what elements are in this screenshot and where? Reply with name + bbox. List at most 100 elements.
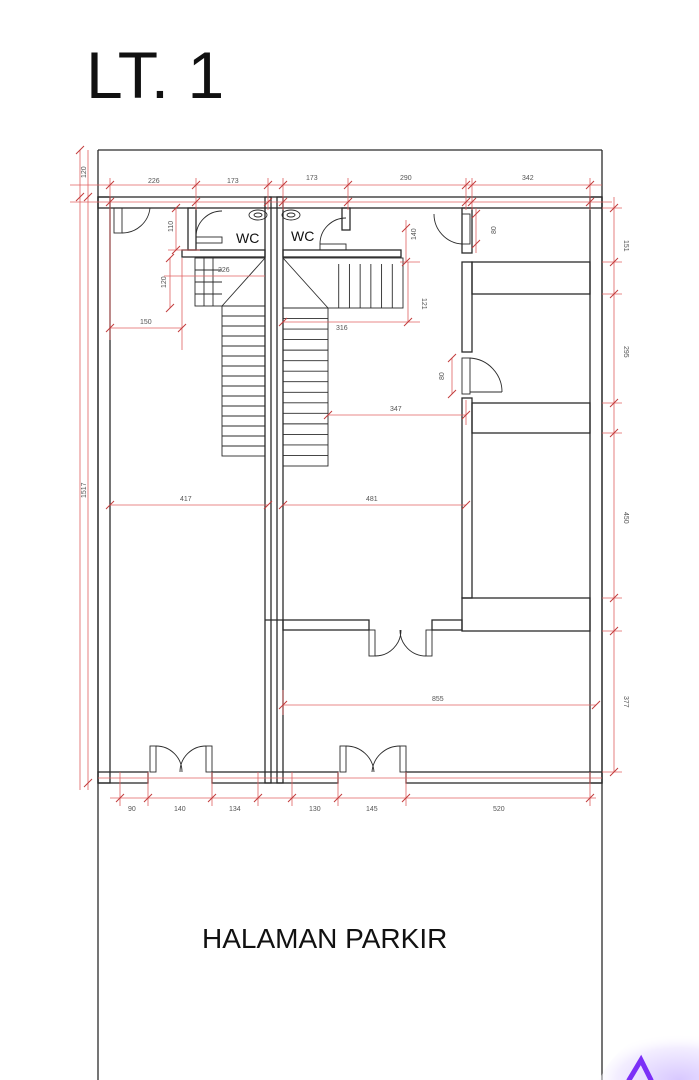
dimension-tick bbox=[191, 180, 201, 190]
dimension-tick bbox=[75, 145, 85, 155]
dimension-tick bbox=[115, 793, 125, 803]
dimension-tick bbox=[263, 197, 273, 207]
stairs bbox=[194, 257, 404, 467]
dimension-tick bbox=[191, 197, 201, 207]
dimension-tick bbox=[585, 180, 595, 190]
dim-150: 150 bbox=[140, 319, 152, 326]
dim-417: 417 bbox=[180, 496, 192, 503]
dim-342: 342 bbox=[522, 175, 534, 182]
wc-left-label: WC bbox=[236, 230, 259, 246]
dimension-tick bbox=[609, 593, 619, 603]
dim-295: 295 bbox=[622, 346, 629, 358]
dimension-tick bbox=[83, 192, 93, 202]
dimension-tick bbox=[609, 203, 619, 213]
dim-347: 347 bbox=[390, 406, 402, 413]
dimension-tick bbox=[343, 180, 353, 190]
dimension-tick bbox=[403, 317, 413, 327]
dimension-tick bbox=[278, 180, 288, 190]
dimension-tick bbox=[447, 389, 457, 399]
dimension-tick bbox=[278, 500, 288, 510]
wc-fixtures bbox=[248, 209, 301, 221]
dimension-tick bbox=[263, 500, 273, 510]
dimension-tick bbox=[263, 180, 273, 190]
dimension-tick bbox=[461, 410, 471, 420]
dimension-tick bbox=[343, 197, 353, 207]
dimension-tick bbox=[105, 197, 115, 207]
outer-walls bbox=[97, 149, 603, 1080]
dim-316: 316 bbox=[336, 325, 348, 332]
dimension-tick bbox=[471, 209, 481, 219]
dimension-tick bbox=[585, 197, 595, 207]
dimension-tick bbox=[401, 223, 411, 233]
dimension-tick bbox=[609, 428, 619, 438]
dim-290: 290 bbox=[400, 175, 412, 182]
dimension-tick bbox=[461, 500, 471, 510]
dimension-tick bbox=[609, 398, 619, 408]
dimension-tick bbox=[287, 793, 297, 803]
dimension-labels: 120 226 173 173 290 342 110 140 80 151 1… bbox=[81, 166, 629, 813]
dimension-ticks bbox=[75, 145, 619, 803]
dim-450: 450 bbox=[622, 512, 629, 524]
dim-1517: 1517 bbox=[81, 482, 88, 498]
dimension-tick bbox=[165, 253, 175, 263]
dim-121: 121 bbox=[420, 298, 427, 310]
dim-134: 134 bbox=[229, 806, 241, 813]
dimension-tick bbox=[609, 767, 619, 777]
dimension-tick bbox=[278, 197, 288, 207]
dim-80-top: 80 bbox=[491, 226, 498, 234]
dimension-tick bbox=[591, 700, 601, 710]
dimension-tick bbox=[609, 257, 619, 267]
dimension-tick bbox=[75, 192, 85, 202]
dimension-tick bbox=[609, 626, 619, 636]
dimension-tick bbox=[609, 289, 619, 299]
dim-173-right: 173 bbox=[306, 175, 318, 182]
dim-140-bottom: 140 bbox=[174, 806, 186, 813]
dimension-tick bbox=[171, 245, 181, 255]
dimension-tick bbox=[105, 500, 115, 510]
dimension-tick bbox=[323, 410, 333, 420]
dimension-tick bbox=[105, 323, 115, 333]
dimension-tick bbox=[447, 353, 457, 363]
dim-520: 520 bbox=[493, 806, 505, 813]
dim-173-left: 173 bbox=[227, 178, 239, 185]
dimension-lines bbox=[70, 150, 622, 806]
dim-140: 140 bbox=[411, 228, 418, 240]
dimension-tick bbox=[278, 700, 288, 710]
dim-130: 130 bbox=[309, 806, 321, 813]
dim-377: 377 bbox=[622, 696, 629, 708]
dim-90: 90 bbox=[128, 806, 136, 813]
dimension-tick bbox=[165, 303, 175, 313]
doors bbox=[113, 207, 503, 773]
dim-226: 226 bbox=[148, 178, 160, 185]
dimension-tick bbox=[207, 793, 217, 803]
dimension-tick bbox=[585, 793, 595, 803]
dimension-tick bbox=[461, 197, 471, 207]
dimension-tick bbox=[401, 257, 411, 267]
dimension-tick bbox=[467, 197, 477, 207]
dim-145: 145 bbox=[366, 806, 378, 813]
dim-481: 481 bbox=[366, 496, 378, 503]
dimension-tick bbox=[143, 793, 153, 803]
wc-right-label: WC bbox=[291, 228, 314, 244]
dim-110: 110 bbox=[168, 221, 175, 232]
dimension-tick bbox=[177, 323, 187, 333]
dimension-tick bbox=[471, 239, 481, 249]
dim-226-stair: 226 bbox=[218, 267, 230, 274]
dim-855: 855 bbox=[432, 696, 444, 703]
dimension-tick bbox=[461, 180, 471, 190]
dimension-tick bbox=[278, 317, 288, 327]
dimension-tick bbox=[253, 793, 263, 803]
dim-80-mid: 80 bbox=[439, 372, 446, 380]
interior-walls bbox=[181, 196, 591, 784]
dimension-tick bbox=[171, 203, 181, 213]
dim-120-stair: 120 bbox=[161, 276, 168, 288]
floor-title: LT. 1 bbox=[86, 38, 224, 112]
dimension-tick bbox=[105, 180, 115, 190]
dim-120-top: 120 bbox=[81, 166, 88, 178]
dimension-tick bbox=[401, 793, 411, 803]
dimension-tick bbox=[83, 778, 93, 788]
dim-151: 151 bbox=[622, 240, 629, 252]
parking-label: HALAMAN PARKIR bbox=[202, 923, 447, 954]
dimension-tick bbox=[467, 180, 477, 190]
